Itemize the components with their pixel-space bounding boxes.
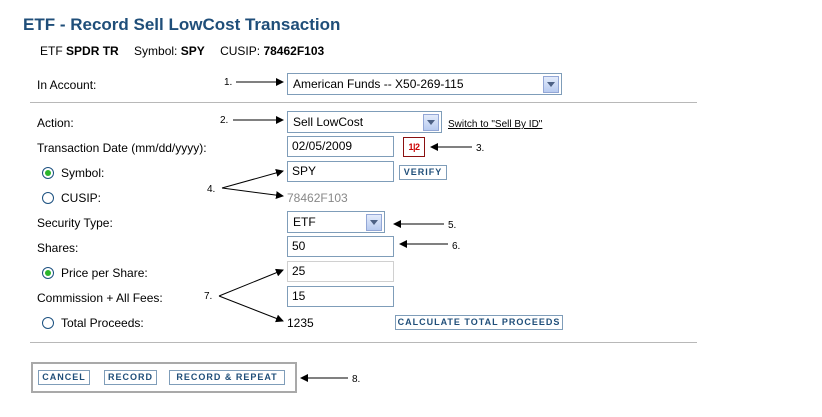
shares-input[interactable]: 50 [287, 236, 394, 257]
account-label: In Account: [37, 78, 97, 92]
symbol-radio[interactable] [42, 167, 54, 179]
total-proceeds-value: 1235 [287, 316, 314, 330]
cancel-button[interactable]: CANCEL [38, 370, 90, 385]
annotation-8: 8. [352, 374, 361, 385]
price-per-share-input[interactable]: 25 [287, 261, 394, 282]
calendar-icon[interactable]: 1|2 [403, 137, 425, 157]
symbol-input[interactable]: SPY [287, 161, 394, 182]
account-select-value: American Funds -- X50-269-115 [293, 77, 464, 91]
cusip-value: 78462F103 [287, 191, 348, 205]
security-type-select[interactable]: ETF [287, 211, 385, 233]
total-proceeds-label: Total Proceeds: [61, 316, 144, 330]
cusip-radio[interactable] [42, 192, 54, 204]
action-select[interactable]: Sell LowCost [287, 111, 442, 133]
arrow-4a [221, 169, 284, 189]
annotation-2: 2. [220, 115, 229, 126]
annotation-6: 6. [452, 241, 461, 252]
annotation-3: 3. [476, 143, 485, 154]
divider-top [30, 102, 697, 103]
transaction-date-input[interactable]: 02/05/2009 [287, 136, 394, 157]
symbol-summary-label: Symbol: [134, 44, 178, 58]
action-label: Action: [37, 116, 74, 130]
annotation-5: 5. [448, 220, 457, 231]
page-title: ETF - Record Sell LowCost Transaction [23, 15, 341, 34]
action-select-value: Sell LowCost [293, 115, 364, 129]
cusip-summary-value: 78462F103 [263, 44, 325, 58]
price-per-share-label: Price per Share: [61, 266, 148, 280]
switch-sell-by-id-link[interactable]: Switch to "Sell By ID" [448, 119, 543, 130]
record-button[interactable]: RECORD [104, 370, 157, 385]
action-buttons-box [31, 362, 297, 393]
total-proceeds-radio[interactable] [42, 317, 54, 329]
annotation-1: 1. [224, 77, 233, 88]
etf-label: ETF [40, 44, 63, 58]
record-and-repeat-button[interactable]: RECORD & REPEAT [169, 370, 285, 385]
annotation-4: 4. [207, 184, 216, 195]
transaction-date-label: Transaction Date (mm/dd/yyyy): [37, 141, 207, 155]
price-per-share-radio[interactable] [42, 267, 54, 279]
calculate-total-proceeds-button[interactable]: CALCULATE TOTAL PROCEEDS [395, 315, 563, 330]
shares-label: Shares: [37, 241, 79, 255]
security-type-value: ETF [293, 215, 316, 229]
arrow-4b [221, 187, 284, 200]
chevron-down-icon[interactable] [366, 213, 382, 231]
account-select[interactable]: American Funds -- X50-269-115 [287, 73, 562, 95]
etf-name: SPDR TR [66, 44, 119, 58]
divider-bottom [30, 342, 697, 343]
calendar-icon-text: 1|2 [408, 142, 420, 152]
security-type-label: Security Type: [37, 216, 113, 230]
symbol-summary-value: SPY [180, 44, 205, 58]
chevron-down-icon[interactable] [423, 113, 439, 131]
arrow-7b [218, 295, 284, 323]
symbol-label: Symbol: [61, 166, 105, 180]
commission-input[interactable]: 15 [287, 286, 394, 307]
commission-label: Commission + All Fees: [37, 291, 163, 305]
verify-button[interactable]: VERIFY [399, 165, 447, 180]
security-summary: ETF SPDR TR Symbol: SPY CUSIP: 78462F103 [40, 44, 324, 58]
annotation-7: 7. [204, 291, 213, 302]
cusip-summary-label: CUSIP: [220, 44, 261, 58]
arrow-7a [218, 268, 284, 297]
chevron-down-icon[interactable] [543, 75, 559, 93]
cusip-label: CUSIP: [61, 191, 102, 205]
